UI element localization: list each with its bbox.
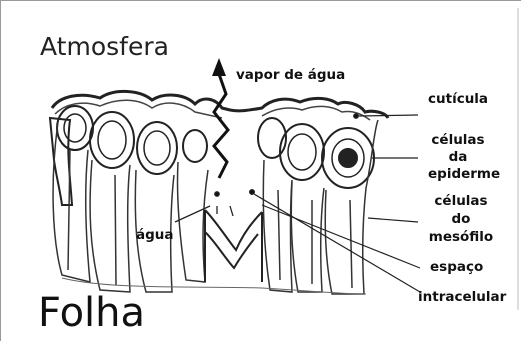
espaco-label: espaço	[430, 259, 483, 275]
atmosphere-label: Atmosfera	[40, 32, 169, 61]
leaf-label: Folha	[38, 290, 145, 336]
mesofilo-label-line-2: do	[428, 210, 494, 228]
intracelular-label: intracelular	[418, 289, 506, 305]
mesophyll-cells-left	[53, 122, 208, 292]
water-label: água	[136, 227, 174, 243]
cuticula-label: cutícula	[428, 91, 488, 107]
mesofilo-label-line-1: células	[428, 192, 494, 210]
cuticle-inner	[55, 100, 370, 120]
water-arrows	[175, 190, 254, 222]
epiderme-label: células da epiderme	[428, 132, 488, 183]
epiderme-label-line-2: da	[428, 149, 488, 166]
stoma-region	[205, 210, 262, 282]
mesofilo-label: células do mesófilo	[428, 192, 494, 246]
epidermis-cells-right	[258, 118, 374, 188]
mesofilo-label-line-3: mesófilo	[428, 228, 494, 246]
label-leader-lines	[250, 114, 420, 292]
vapor-arrow-icon	[212, 58, 228, 178]
epiderme-label-line-3: epiderme	[428, 166, 488, 183]
vapor-label: vapor de água	[236, 67, 345, 83]
epiderme-label-line-1: células	[428, 132, 488, 149]
